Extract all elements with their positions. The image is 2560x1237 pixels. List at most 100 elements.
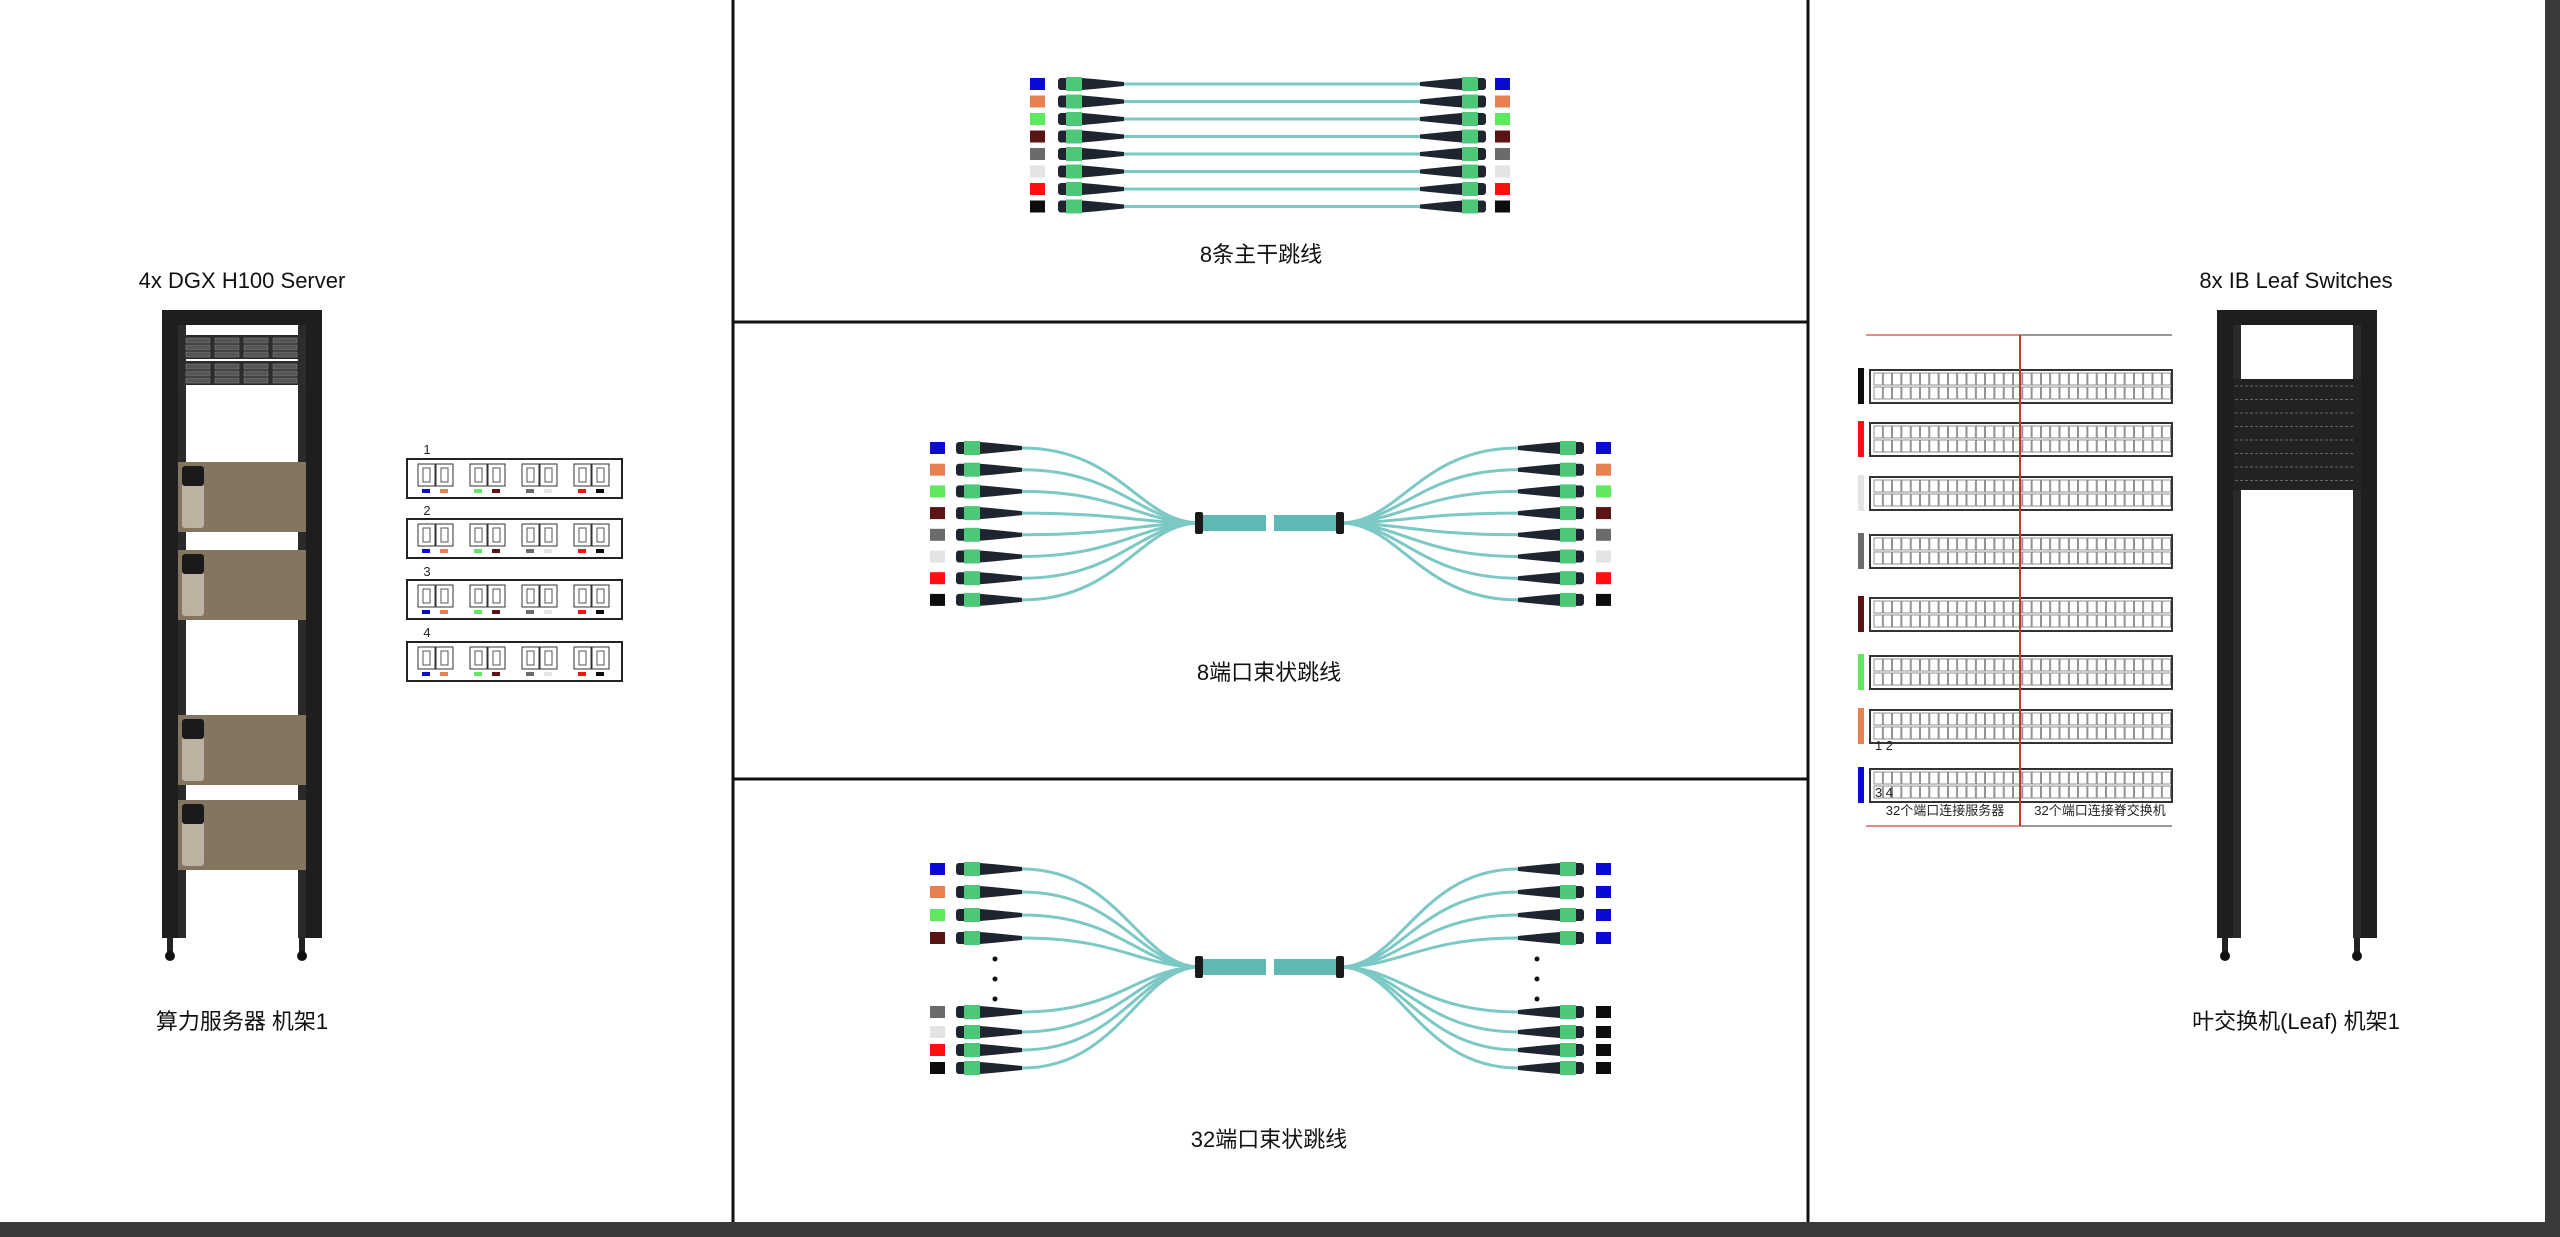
switch-port [2013,537,2023,551]
switch-port [1966,439,1976,453]
switch-port [2059,712,2069,726]
connector-boot [1518,909,1560,921]
switch-port [2078,551,2088,565]
switch-port [1929,712,1939,726]
switch-port [1901,771,1911,785]
switch-port [1901,672,1911,686]
switch-port [2031,439,2041,453]
switch-port [2013,425,2023,439]
right-border [2545,0,2560,1237]
connector-latch [1066,164,1082,179]
switch-port [1957,614,1967,628]
switch-port [2003,771,2013,785]
switch-port [1892,712,1902,726]
connector-boot [980,1026,1022,1038]
connector-latch [964,908,980,922]
switch-port [2013,372,2023,386]
switch-port [1957,372,1967,386]
switch-port [2022,672,2032,686]
port-color-mark [474,549,482,553]
switch-port [2115,672,2125,686]
switch-port [2050,479,2060,493]
connector-latch [964,1061,980,1075]
connector-boot [980,572,1022,585]
switch-port [2152,551,2162,565]
connector-boot [980,932,1022,944]
connector-boot [1082,95,1124,108]
connector-boot [1082,148,1124,160]
color-swatch [1596,593,1611,606]
server-port-slot [544,650,553,666]
switch-port [2115,785,2125,799]
switch-port [1985,672,1995,686]
connector-latch [1560,1061,1576,1075]
switch-port [1910,726,1920,740]
cable-trunk [1274,515,1340,531]
switch-color-bar [1858,421,1864,457]
connector-boot [1420,78,1462,90]
switch-port [2003,614,2013,628]
server-port-slot [578,467,587,483]
color-swatch [1030,130,1045,143]
trunk-cables [1030,77,1510,214]
server-port-slot [440,650,449,666]
switch-port [2152,425,2162,439]
breakout32-cable-caption: 32端口束状跳线 [1190,1127,1348,1152]
switch-port [2059,479,2069,493]
connector-boot [980,485,1022,498]
switch-port [1966,425,1976,439]
port-color-mark [578,549,586,553]
switch-port [2031,600,2041,614]
switch-port [2013,785,2023,799]
switch-port [2013,771,2023,785]
ellipsis-dot [992,976,998,982]
switch-port [2003,726,2013,740]
switch-port [1892,726,1902,740]
switch-color-bar [1858,596,1864,632]
switch-port [1873,785,1883,799]
connector-latch [964,862,980,876]
switch-port [1873,614,1883,628]
switch-port [2133,479,2144,493]
ellipsis-dot [1534,976,1540,982]
switch-port [1985,386,1995,400]
port-color-mark [544,672,552,676]
switch-port [2115,372,2125,386]
color-swatch [1495,130,1510,143]
switch-port [2059,785,2069,799]
nvidia-logo-icon [182,719,204,739]
connector-latch [1462,129,1478,144]
switch-port [1948,537,1958,551]
switch-port [1873,726,1883,740]
switch-port [1957,439,1967,453]
fiber-cable [1021,446,1201,525]
drive-bay [272,377,298,384]
fiber-cable [1339,965,1519,1070]
switch-port [2068,439,2079,453]
switch-port [2050,600,2060,614]
switch-port [2161,551,2172,565]
switch-port [2031,493,2041,507]
switch-port [2124,712,2134,726]
switch-port [1957,493,1967,507]
switch-port [1901,493,1911,507]
switch-port [1929,493,1939,507]
connector-latch [964,549,980,564]
switch-port [1920,726,1930,740]
switch-port [1929,600,1939,614]
switch-port [1975,600,1986,614]
server-port-number: 4 [423,625,431,640]
connector-latch [964,571,980,586]
connector-boot [1420,183,1462,195]
switch-port [1975,439,1986,453]
switch-port [2143,386,2153,400]
switch-port [2068,672,2079,686]
server-port-slot [596,527,605,543]
port-color-mark [544,489,552,493]
switch-port [2096,537,2106,551]
port-color-mark [474,489,482,493]
switch-port [1892,614,1902,628]
color-swatch [930,932,945,944]
fiber-cable [1021,936,1201,969]
